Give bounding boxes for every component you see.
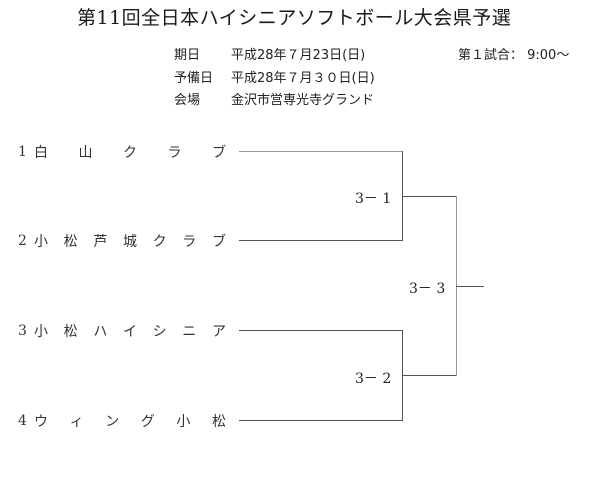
bracket-line-champion: [456, 286, 484, 287]
bracket-line-team-2: [239, 240, 403, 241]
team-name-char: ニ: [182, 324, 197, 340]
team-name-char: ィ: [69, 414, 84, 430]
team-name-char: 芦: [93, 234, 108, 250]
team-name-char: ク: [152, 234, 167, 250]
team-3: 3 小 松 ハ イ シ ニ ア: [18, 322, 228, 340]
team-seed: 3: [18, 323, 27, 339]
team-name-char: ハ: [93, 324, 108, 340]
score-final: 3－ 3: [409, 281, 446, 297]
team-name-char: 小: [34, 324, 48, 340]
bracket-line-team-4: [239, 420, 403, 421]
team-name-char: ラ: [167, 145, 182, 161]
bracket-line-team-1: [239, 151, 403, 152]
team-name: 白 山 ク ラ ブ: [34, 142, 228, 162]
reserve-date-value: 平成28年７月３０日(日): [231, 71, 375, 86]
team-name-char: ン: [105, 414, 120, 430]
team-name-char: 松: [211, 414, 226, 430]
reserve-date-label: 予備日: [174, 71, 214, 86]
score-semi-1: 3－ 1: [355, 191, 392, 207]
team-name: 小 松 芦 城 ク ラ ブ: [34, 231, 228, 251]
first-match-time: 第１試合： 9:00～: [458, 48, 570, 63]
bracket-line-semi-1-winner: [402, 196, 457, 197]
team-name-char: 松: [63, 324, 78, 340]
bracket-line-team-3: [239, 330, 403, 331]
team-name-char: 白: [34, 145, 48, 161]
team-name-char: ウ: [34, 414, 48, 430]
team-name-char: ブ: [211, 234, 226, 250]
team-name-char: 城: [122, 234, 137, 250]
team-name-char: シ: [152, 324, 167, 340]
team-name-char: 松: [63, 234, 78, 250]
venue-row: 会場 金沢市営専光寺グランド: [174, 89, 374, 108]
venue-value: 金沢市営専光寺グランド: [231, 93, 375, 108]
venue-label: 会場: [174, 93, 201, 108]
team-seed: 2: [18, 233, 27, 249]
team-seed: 4: [18, 413, 27, 429]
team-name-char: 小: [34, 234, 48, 250]
team-1: 1 白 山 ク ラ ブ: [18, 143, 228, 161]
team-2: 2 小 松 芦 城 ク ラ ブ: [18, 232, 228, 250]
team-name-char: グ: [140, 414, 155, 430]
team-name-char: ク: [123, 145, 137, 161]
date-value: 平成28年７月23日(日): [231, 48, 366, 63]
team-name-char: 山: [78, 145, 93, 161]
bracket-line-semi-2-winner: [402, 375, 457, 376]
page-title: 第11回全日本ハイシニアソフトボール大会県予選: [77, 7, 512, 29]
team-name-char: ラ: [182, 234, 197, 250]
team-name: 小 松 ハ イ シ ニ ア: [34, 321, 228, 341]
reserve-date-row: 予備日 平成28年７月３０日(日): [174, 67, 375, 86]
score-semi-2: 3－ 2: [355, 371, 392, 387]
team-name: ウ ィ ン グ 小 松: [34, 411, 228, 431]
date-row: 期日 平成28年７月23日(日): [174, 44, 365, 63]
team-name-char: ア: [211, 324, 226, 340]
team-name-char: イ: [122, 324, 137, 340]
date-label: 期日: [174, 48, 201, 63]
team-seed: 1: [18, 144, 27, 160]
team-name-char: 小: [176, 414, 191, 430]
team-4: 4 ウ ィ ン グ 小 松: [18, 412, 228, 430]
team-name-char: ブ: [212, 145, 226, 161]
